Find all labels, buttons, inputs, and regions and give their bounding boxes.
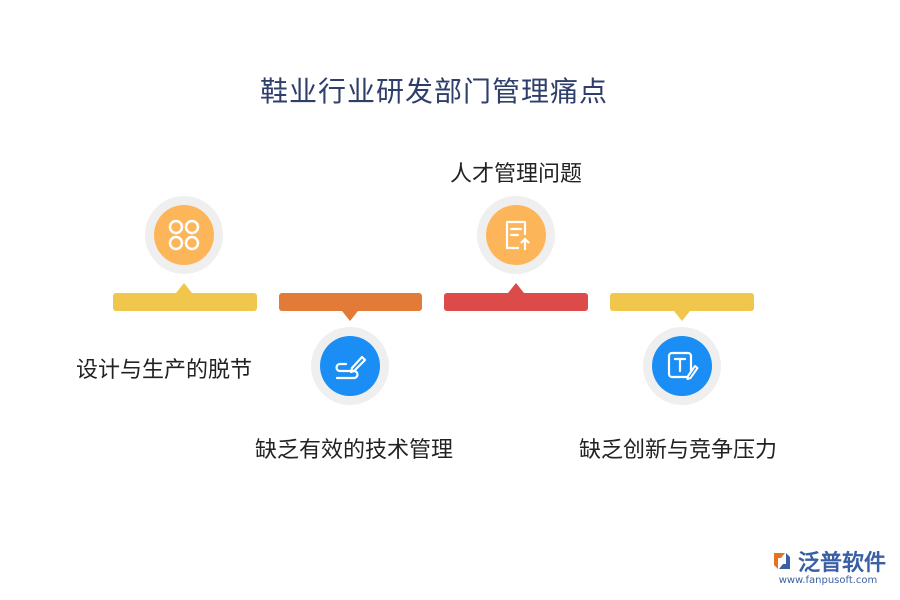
icon-badge-3 [477,196,555,274]
timeline-bar-4 [610,293,754,311]
pain-point-label-1: 设计与生产的脱节 [75,358,252,383]
icon-badge-4 [643,327,721,405]
timeline-bar-1 [113,293,257,311]
pointer-up-1 [176,283,192,293]
timeline-bar-2 [279,293,422,311]
icon-badge-2 [311,327,389,405]
brand-logo: 泛普软件 www.fanpusoft.com [770,545,886,586]
document-upload-icon [505,220,530,251]
icon-badge-1 [145,196,223,274]
pain-point-label-3: 人才管理问题 [449,162,582,187]
timeline-bar-3 [444,293,588,311]
fanpu-logo-icon [773,553,790,569]
pen-signature-icon [335,355,367,380]
pointer-down-2 [342,311,358,321]
text-edit-icon [667,351,699,380]
page-title: 鞋业行业研发部门管理痛点 [259,75,608,108]
pointer-up-3 [508,283,524,293]
pain-point-label-4: 缺乏创新与竞争压力 [578,438,777,463]
logo-url: www.fanpusoft.com [778,575,878,586]
pain-point-label-2: 缺乏有效的技术管理 [254,438,453,463]
grid-circles-icon [168,219,200,251]
pointer-down-4 [674,311,690,321]
logo-name: 泛普软件 [797,551,886,576]
